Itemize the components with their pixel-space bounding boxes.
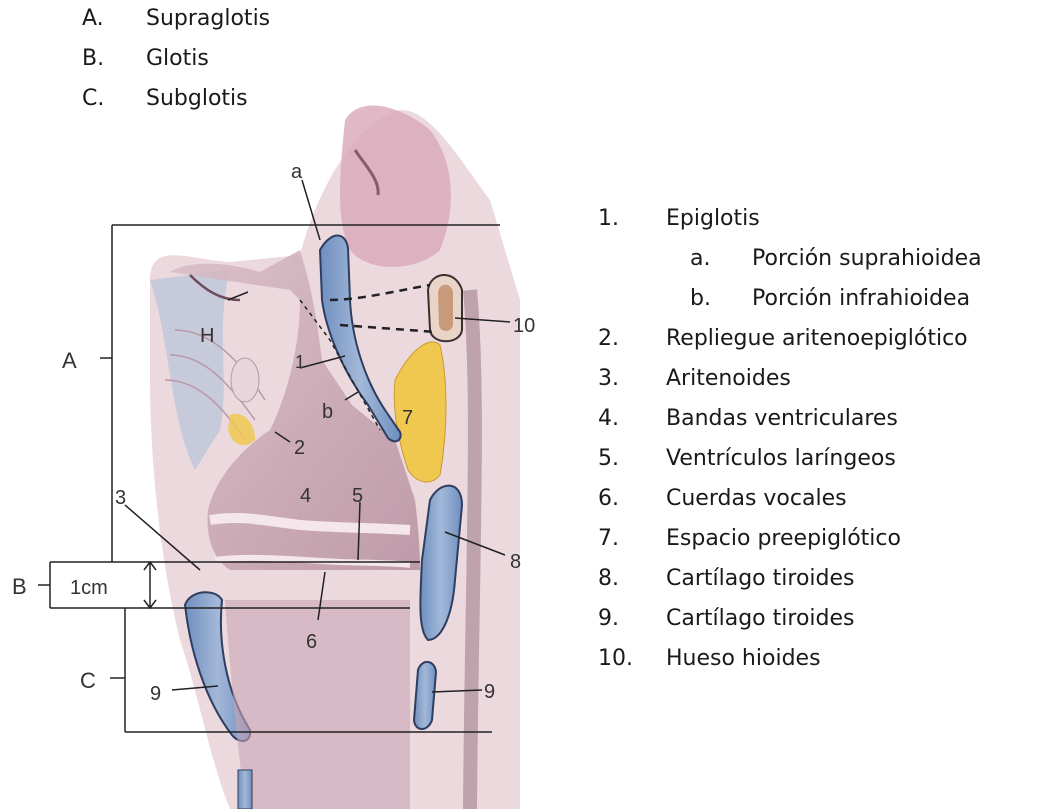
label-6: 6 [306,631,317,653]
cricoid-cartilage-right [414,662,436,729]
label-3: 3 [115,487,126,509]
measure-1cm: 1cm [70,577,108,599]
label-a: a [291,161,303,183]
label-10: 10 [513,315,535,337]
label-region-C: C [80,668,96,693]
posterior-pharyngeal-wall [470,290,475,809]
hyoid-bone [428,275,462,341]
label-2: 2 [294,437,305,459]
trachea-ring [238,770,252,809]
label-4: 4 [300,485,311,507]
label-8: 8 [510,551,521,573]
label-region-B: B [12,574,27,599]
label-1: 1 [295,352,305,372]
label-5: 5 [352,485,363,507]
label-7: 7 [402,407,413,429]
subglottic-lumen [225,600,410,809]
label-9-left: 9 [150,683,161,705]
label-b: b [322,401,333,423]
label-9-right: 9 [484,681,495,703]
label-region-A: A [62,348,77,373]
label-H: H [200,325,214,347]
